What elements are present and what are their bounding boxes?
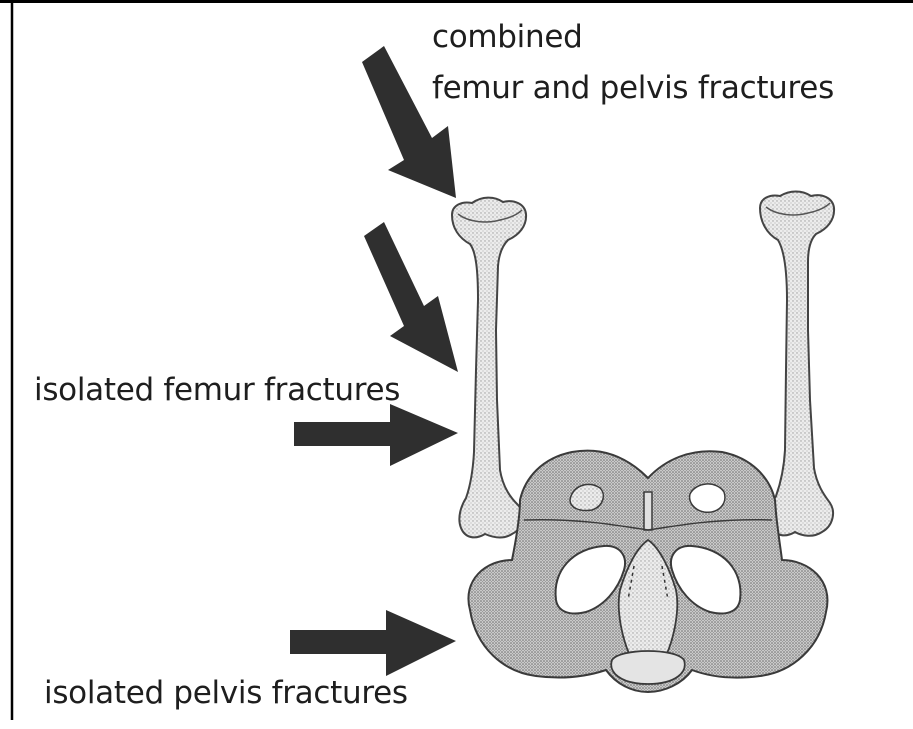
left-femur (452, 198, 526, 538)
pelvis (468, 451, 827, 692)
pelvis-arrow (290, 610, 456, 676)
isolated-pelvis-label: isolated pelvis fractures (44, 678, 408, 709)
combined-fracture-arrow (362, 46, 456, 198)
femur-upper-arrow (364, 222, 458, 372)
right-femur (760, 192, 834, 536)
combined-label-line2: femur and pelvis fractures (432, 73, 834, 104)
combined-label-line1: combined (432, 22, 583, 53)
isolated-femur-label: isolated femur fractures (34, 375, 400, 406)
femur-lower-arrow (294, 404, 458, 466)
